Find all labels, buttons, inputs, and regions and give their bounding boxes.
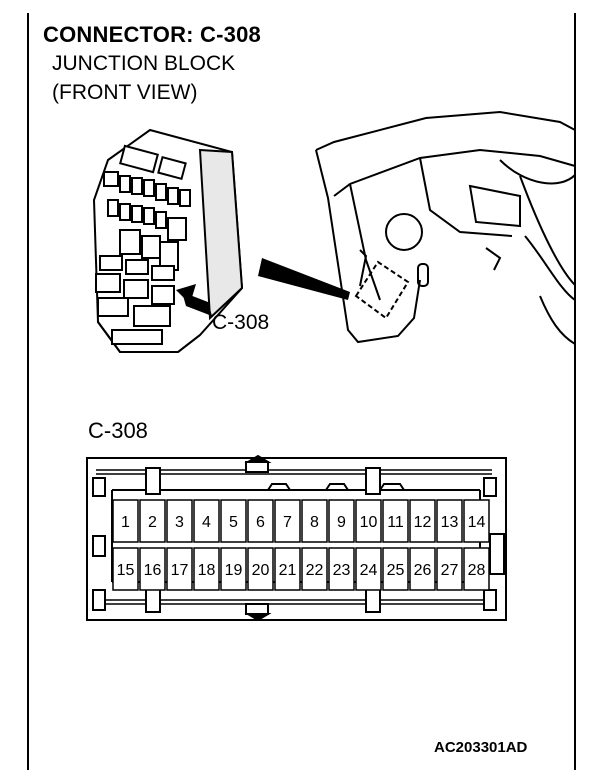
pin-cavity bbox=[193, 499, 220, 543]
pin-number: 26 bbox=[414, 562, 432, 579]
pin-number: 1 bbox=[121, 514, 130, 531]
callout-label: C-308 bbox=[212, 311, 270, 334]
pin-cavity bbox=[220, 499, 247, 543]
pin-number: 20 bbox=[252, 562, 270, 579]
pin-cavity bbox=[409, 499, 436, 543]
pin-cavity bbox=[247, 547, 274, 591]
pin-number: 12 bbox=[414, 514, 432, 531]
pin-number: 14 bbox=[468, 514, 486, 531]
figure-id: AC203301AD bbox=[434, 739, 528, 756]
figure-frame bbox=[27, 13, 576, 770]
pin-number: 5 bbox=[229, 514, 238, 531]
pin-cavity bbox=[382, 499, 409, 543]
pin-cavity bbox=[436, 547, 463, 591]
pin-number: 13 bbox=[441, 514, 459, 531]
pin-cavity bbox=[355, 547, 382, 591]
pin-cavity bbox=[463, 547, 490, 591]
pin-number: 6 bbox=[256, 514, 265, 531]
pin-cavity bbox=[139, 499, 166, 543]
pin-number: 3 bbox=[175, 514, 184, 531]
pin-number: 15 bbox=[117, 562, 135, 579]
pin-cavity bbox=[355, 499, 382, 543]
pin-number: 25 bbox=[387, 562, 405, 579]
pin-number: 22 bbox=[306, 562, 324, 579]
pin-number: 27 bbox=[441, 562, 459, 579]
pin-number: 10 bbox=[360, 514, 378, 531]
pin-number: 17 bbox=[171, 562, 189, 579]
pin-cavity bbox=[436, 499, 463, 543]
pin-cavity bbox=[301, 499, 328, 543]
pin-cavity bbox=[409, 547, 436, 591]
pin-cavity bbox=[220, 547, 247, 591]
dashboard-drawing bbox=[315, 110, 576, 345]
pin-number: 2 bbox=[148, 514, 157, 531]
pin-number: 28 bbox=[468, 562, 486, 579]
pin-cavity bbox=[139, 547, 166, 591]
pin-number: 19 bbox=[225, 562, 243, 579]
junction-block-label: JUNCTION BLOCK bbox=[52, 52, 236, 75]
pin-number: 21 bbox=[279, 562, 297, 579]
pin-cavity bbox=[382, 547, 409, 591]
pin-number: 4 bbox=[202, 514, 211, 531]
pin-number: 9 bbox=[337, 514, 346, 531]
pin-number: 23 bbox=[333, 562, 351, 579]
pin-cavity bbox=[301, 547, 328, 591]
pin-number: 18 bbox=[198, 562, 216, 579]
pin-number: 11 bbox=[387, 514, 404, 531]
connector-title: CONNECTOR: C-308 bbox=[43, 22, 261, 47]
pin-cavity bbox=[112, 499, 139, 543]
pin-cavity bbox=[274, 499, 301, 543]
connector-outline bbox=[86, 457, 507, 621]
pin-cavity bbox=[328, 499, 355, 543]
pin-cavity bbox=[463, 499, 490, 543]
pin-cavity bbox=[328, 547, 355, 591]
front-view-label: (FRONT VIEW) bbox=[52, 81, 198, 104]
location-pointer bbox=[258, 258, 350, 300]
junction-block-drawing bbox=[92, 128, 244, 353]
pin-cavity bbox=[274, 547, 301, 591]
pin-number: 7 bbox=[283, 514, 292, 531]
pin-cavity bbox=[193, 547, 220, 591]
pin-number: 16 bbox=[144, 562, 162, 579]
callout-arrow bbox=[176, 284, 212, 316]
pin-number: 8 bbox=[310, 514, 319, 531]
pin-cavity bbox=[166, 499, 193, 543]
connector-label: C-308 bbox=[88, 418, 148, 443]
pin-cavity bbox=[247, 499, 274, 543]
pin-cavity bbox=[112, 547, 139, 591]
pin-number: 24 bbox=[360, 562, 378, 579]
pin-cavity bbox=[166, 547, 193, 591]
